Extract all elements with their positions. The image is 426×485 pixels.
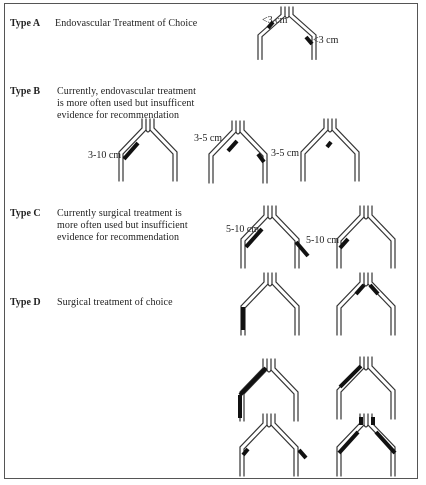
diagram-type-b-2 xyxy=(208,120,268,184)
type-c-measure-1: 5-10 cm xyxy=(226,224,260,235)
diagram-type-d-2 xyxy=(336,356,396,420)
type-d-description: Surgical treatment of choice xyxy=(57,297,173,308)
diagram-type-c-3 xyxy=(240,272,300,336)
diagram-type-d-4 xyxy=(336,413,397,477)
type-b-desc-line-2: is more often used but insufficent xyxy=(57,98,195,109)
diagram-type-a xyxy=(257,6,317,61)
type-a-label: Type A xyxy=(10,18,41,29)
lesion-bif-right xyxy=(368,283,380,296)
type-c-label: Type C xyxy=(10,208,41,219)
type-b-measure-3: 3-5 cm xyxy=(271,148,300,159)
lesion-bifurcation xyxy=(325,140,333,149)
lesion-right-short xyxy=(304,35,314,46)
type-c-desc-line-1: Currently surgical treatment is xyxy=(57,208,182,219)
lesion-left-ext xyxy=(338,237,350,250)
lesion-left-mid xyxy=(226,139,239,153)
lesion-aorta-iliac xyxy=(338,364,363,389)
type-b-measure-1: 3-10 cm xyxy=(88,150,122,161)
diagram-type-b-3 xyxy=(300,118,360,182)
type-b-label: Type B xyxy=(10,86,41,97)
lesion-left-long xyxy=(122,141,140,161)
diagram-type-c-2 xyxy=(336,205,396,269)
type-c-desc-line-2: more often used but insufficient xyxy=(57,220,188,231)
type-b-measure-2: 3-5 cm xyxy=(194,133,223,144)
type-c-measure-2: 5-10 cm xyxy=(306,235,340,246)
lesion-right-mid xyxy=(256,152,266,164)
type-b-desc-line-1: Currently, endovascular treatment xyxy=(57,86,196,97)
type-d-label: Type D xyxy=(10,297,41,308)
diagram-type-b-1 xyxy=(118,118,178,182)
lesion-right-iliac xyxy=(374,430,397,455)
figure-frame xyxy=(4,3,418,479)
lesion-bif-left xyxy=(354,283,366,296)
diagram-type-d-1 xyxy=(238,358,299,422)
type-a-measure-right: <3 cm xyxy=(313,35,339,46)
diagram-type-d-3 xyxy=(239,413,308,477)
type-b-desc-line-3: evidence for recommendation xyxy=(57,110,180,121)
lesion-right xyxy=(297,448,308,460)
type-c-desc-line-3: evidence for recommendation xyxy=(57,232,180,243)
lesion-right-long xyxy=(294,240,310,258)
lesion-left-diffuse xyxy=(238,366,268,397)
lesion-left-long xyxy=(244,227,264,249)
diagram-type-c-1 xyxy=(240,205,310,269)
diagram-type-c-4 xyxy=(336,272,396,336)
lesion-left-short xyxy=(266,20,275,30)
type-a-description: Endovascular Treatment of Choice xyxy=(55,18,198,29)
lesion-left xyxy=(241,447,250,457)
lesion-left-iliac xyxy=(337,430,360,455)
